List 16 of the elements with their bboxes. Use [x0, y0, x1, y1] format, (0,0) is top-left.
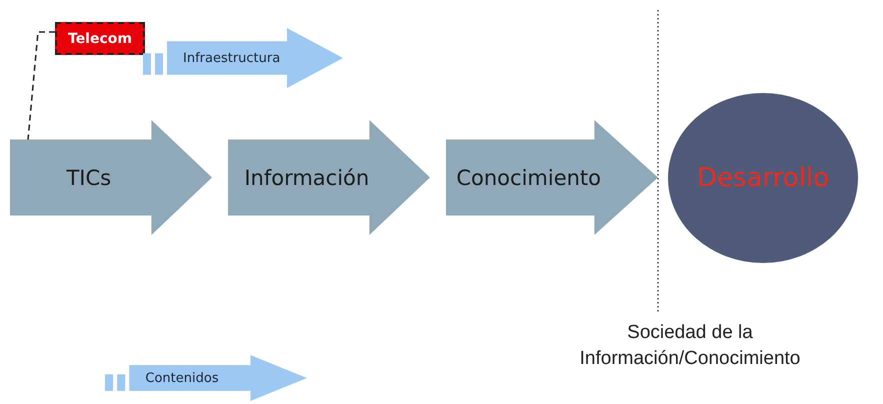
caption-text: Sociedad de la Información/Conocimiento [578, 321, 802, 371]
highlight-box [55, 22, 145, 55]
arrow-shape [105, 355, 307, 401]
node-label: Infraestructura [183, 50, 280, 66]
node-label: Desarrollo [696, 163, 830, 193]
arrow-shape [446, 120, 658, 235]
arrow-shape [143, 28, 343, 88]
arrow-shape [10, 120, 212, 235]
connector-line [27, 31, 55, 140]
node-label: Contenidos [145, 370, 219, 386]
ellipse-shape [668, 93, 858, 263]
node-label: Telecom [68, 30, 132, 46]
node-label: TICs [66, 166, 112, 190]
node-label: Conocimiento [456, 166, 602, 190]
node-label: Información [244, 166, 370, 190]
arrow-shape [228, 120, 430, 235]
